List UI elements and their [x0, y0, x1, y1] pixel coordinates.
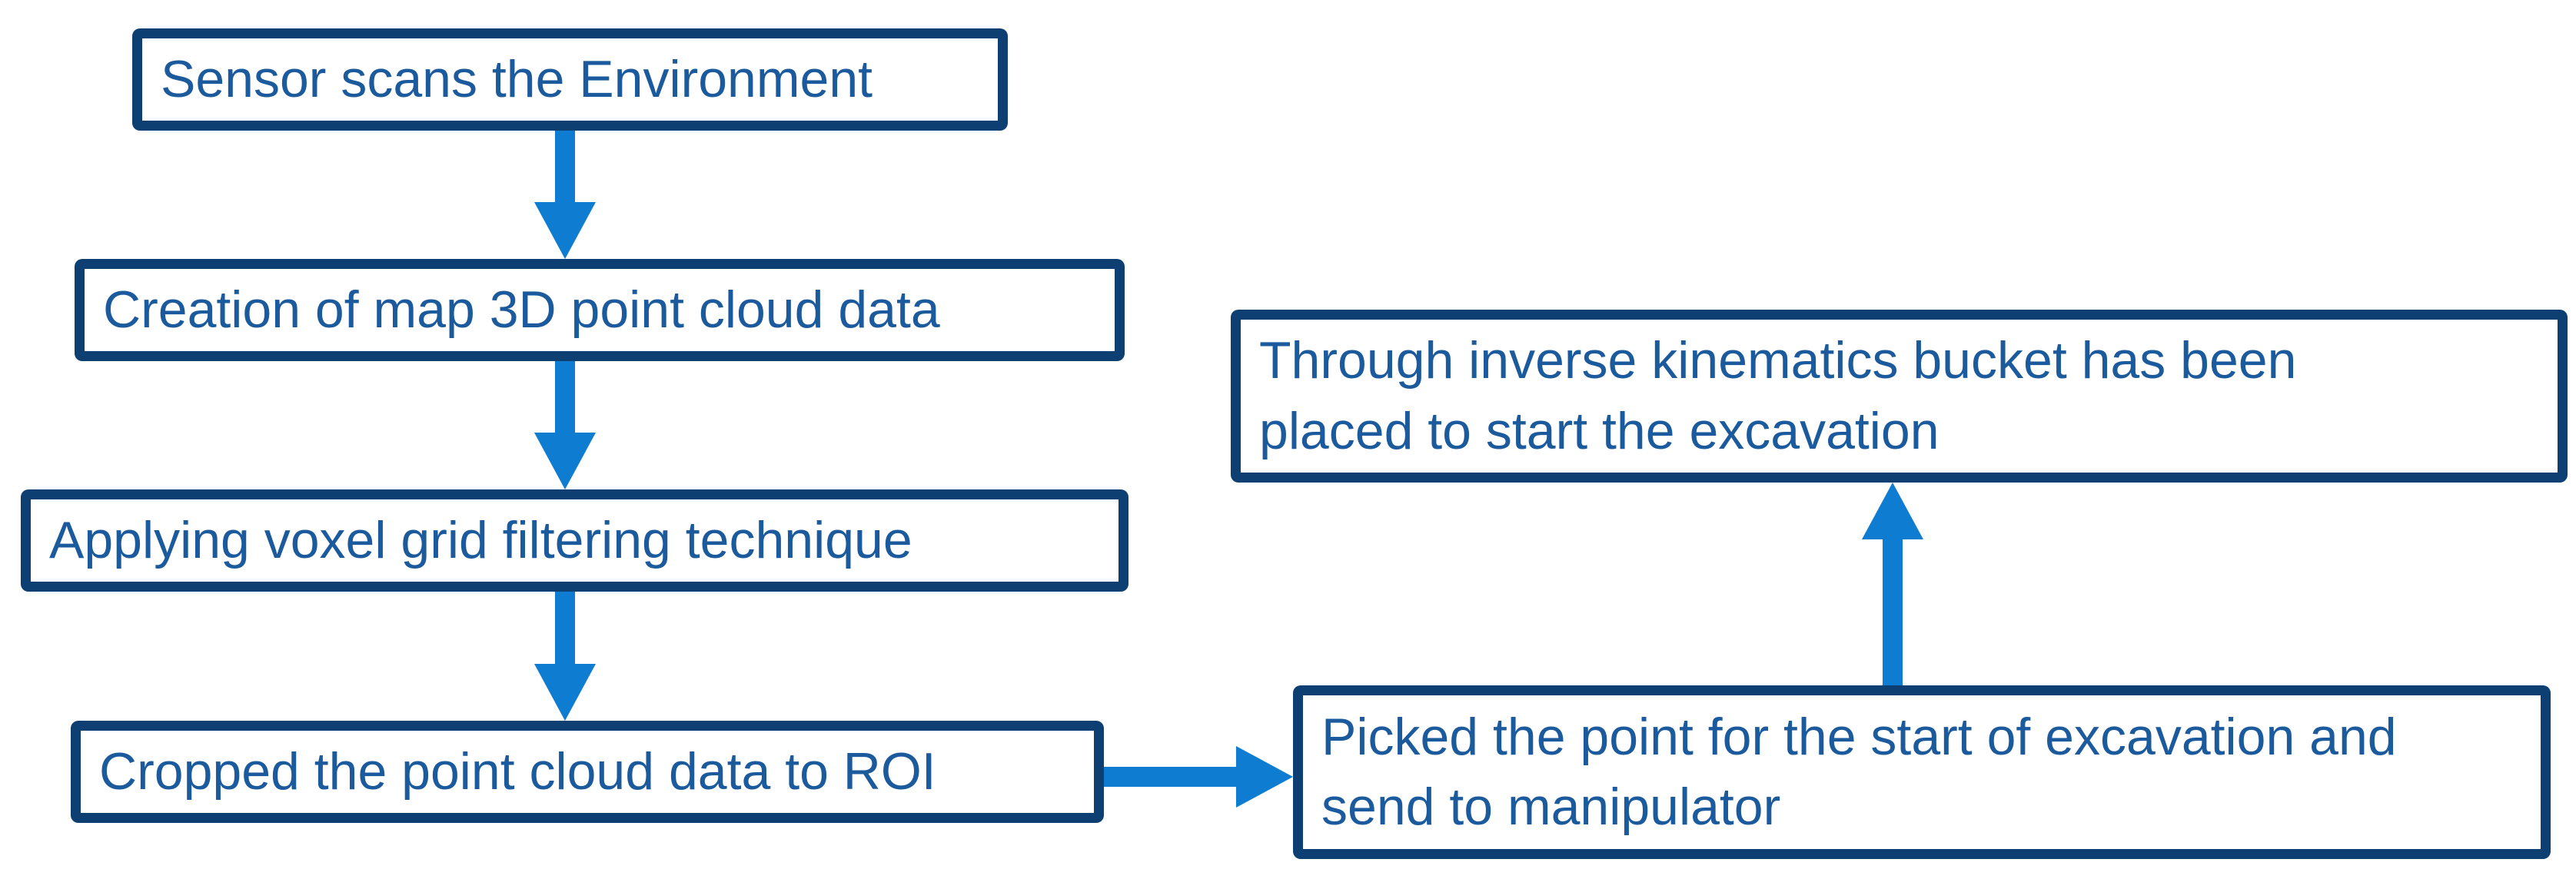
label-line: Sensor scans the Environment: [161, 49, 873, 108]
arrow-head-down-icon: [534, 433, 596, 489]
flow-box-map-creation: Creation of map 3D point cloud data: [75, 259, 1125, 361]
arrow-shaft: [1883, 539, 1903, 685]
arrow-head-right-icon: [1236, 746, 1293, 808]
flow-box-pick-point: Picked the point for the start of excava…: [1293, 685, 2551, 859]
label-line: placed to start the excavation: [1259, 401, 1939, 460]
flow-box-crop-roi: Cropped the point cloud data to ROI: [71, 721, 1104, 823]
flow-box-sensor-scan-label: Sensor scans the Environment: [142, 45, 891, 114]
flow-box-sensor-scan: Sensor scans the Environment: [132, 28, 1008, 131]
flow-box-map-creation-label: Creation of map 3D point cloud data: [85, 275, 959, 345]
label-line: Creation of map 3D point cloud data: [103, 280, 940, 339]
arrow-up-pick-to-kinematics: [1862, 483, 1923, 685]
arrow-right-crop-to-pick: [1104, 746, 1293, 808]
flow-box-voxel-filtering: Applying voxel grid filtering technique: [21, 489, 1128, 592]
arrow-shaft: [1104, 767, 1236, 787]
arrow-down-voxel-to-crop: [534, 592, 596, 721]
label-line: Cropped the point cloud data to ROI: [99, 741, 936, 801]
flow-box-inverse-kinematics-label: Through inverse kinematics bucket has be…: [1241, 326, 2315, 466]
label-line: Applying voxel grid filtering technique: [49, 510, 912, 569]
arrow-shaft: [555, 131, 575, 202]
arrow-shaft: [555, 361, 575, 433]
arrow-down-map-to-voxel: [534, 361, 596, 489]
label-line: Picked the point for the start of excava…: [1321, 707, 2397, 766]
arrow-head-up-icon: [1862, 483, 1923, 539]
flow-box-pick-point-label: Picked the point for the start of excava…: [1303, 702, 2415, 842]
arrow-head-down-icon: [534, 202, 596, 259]
flow-box-crop-roi-label: Cropped the point cloud data to ROI: [81, 737, 955, 807]
arrow-shaft: [555, 592, 575, 664]
label-line: Through inverse kinematics bucket has be…: [1259, 331, 2297, 390]
arrow-down-sensor-to-map: [534, 131, 596, 259]
flow-box-inverse-kinematics: Through inverse kinematics bucket has be…: [1231, 310, 2568, 483]
label-line: send to manipulator: [1321, 778, 1781, 836]
flow-box-voxel-filtering-label: Applying voxel grid filtering technique: [31, 506, 931, 575]
arrow-head-down-icon: [534, 664, 596, 721]
